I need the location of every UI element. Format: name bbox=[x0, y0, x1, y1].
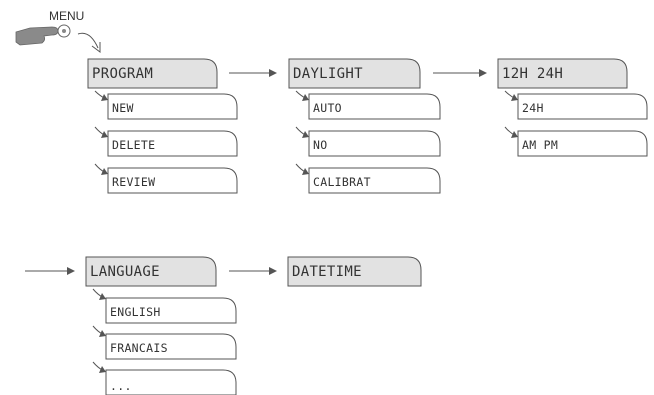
program-title: PROGRAM bbox=[92, 66, 153, 82]
daylight-item-calibrat: CALIBRAT bbox=[313, 175, 371, 189]
clock-menu-box bbox=[497, 58, 628, 89]
program-item-new-box-shape bbox=[107, 93, 238, 120]
down-arrow-icon bbox=[101, 131, 108, 138]
clock-item-ampm-box bbox=[517, 130, 648, 157]
menu-daylight: DAYLIGHT AUTO NO CALIBRAT bbox=[288, 58, 441, 194]
language-item-francais-box bbox=[105, 333, 237, 360]
menu-program: PROGRAM NEW DELETE REVIEW bbox=[87, 58, 238, 194]
language-title: LANGUAGE bbox=[90, 264, 160, 280]
program-menu-box bbox=[87, 58, 218, 89]
menu-label: MENU bbox=[49, 9, 84, 23]
daylight-item-calibrat-box bbox=[308, 167, 441, 194]
down-arrow-icon bbox=[511, 94, 518, 101]
clock-title: 12H 24H bbox=[502, 66, 563, 82]
daylight-menu-box bbox=[288, 58, 421, 89]
program-item-review-box bbox=[107, 167, 238, 194]
language-item-more-box bbox=[105, 369, 237, 395]
down-arrow-icon bbox=[302, 168, 309, 175]
program-item-new: NEW bbox=[112, 101, 134, 115]
language-menu-box bbox=[85, 256, 217, 287]
program-item-delete: DELETE bbox=[112, 138, 155, 152]
daylight-item-auto-box bbox=[308, 93, 441, 120]
down-arrow-icon bbox=[99, 330, 106, 337]
daylight-item-no: NO bbox=[313, 138, 327, 152]
menu-datetime: DATETIME bbox=[287, 256, 422, 287]
language-item-francais: FRANCAIS bbox=[110, 341, 168, 355]
pointing-hand-icon bbox=[15, 24, 71, 46]
down-arrow-icon bbox=[99, 293, 106, 300]
program-item-delete-box bbox=[107, 130, 238, 157]
down-arrow-icon bbox=[101, 168, 108, 175]
daylight-item-no-box bbox=[308, 130, 441, 157]
menu-clock-format: 12H 24H 24H AM PM bbox=[497, 58, 648, 157]
language-item-english: ENGLISH bbox=[110, 305, 161, 319]
clock-item-24h-box bbox=[517, 93, 648, 120]
down-arrow-icon bbox=[302, 94, 309, 101]
daylight-item-auto: AUTO bbox=[313, 101, 342, 115]
down-arrow-icon bbox=[101, 94, 108, 101]
program-item-review: REVIEW bbox=[112, 175, 155, 189]
menu-language: LANGUAGE ENGLISH FRANCAIS ... bbox=[85, 256, 237, 395]
down-arrow-icon bbox=[511, 131, 518, 138]
curved-arrow-icon bbox=[77, 32, 101, 53]
clock-item-ampm: AM PM bbox=[522, 138, 558, 152]
datetime-title: DATETIME bbox=[292, 264, 362, 280]
down-arrow-icon bbox=[99, 366, 106, 373]
clock-item-24h: 24H bbox=[522, 101, 544, 115]
language-item-more: ... bbox=[110, 379, 132, 393]
down-arrow-icon bbox=[302, 131, 309, 138]
datetime-menu-box bbox=[287, 256, 422, 287]
daylight-title: DAYLIGHT bbox=[293, 66, 363, 82]
language-item-english-box bbox=[105, 297, 237, 324]
